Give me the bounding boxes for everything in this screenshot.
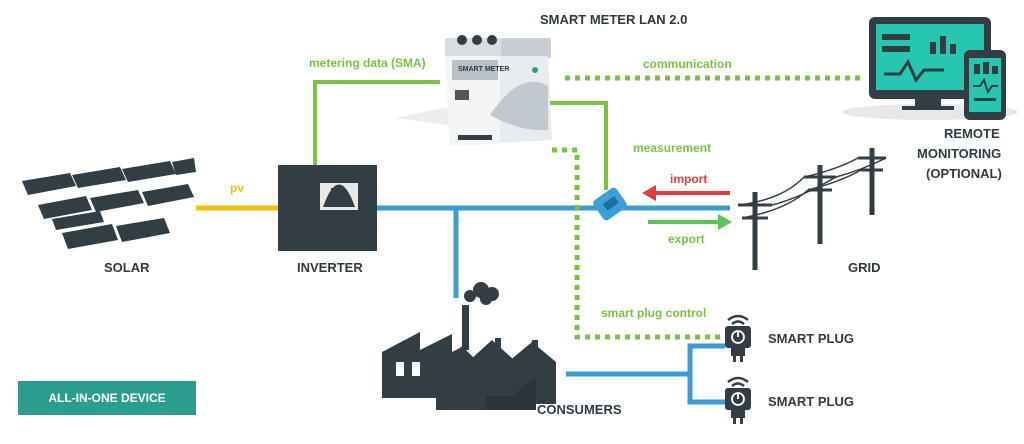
smart-plug-1-icon [725, 314, 751, 362]
export-label: export [668, 232, 705, 246]
import-label: import [670, 172, 708, 186]
inverter-label: INVERTER [297, 260, 363, 275]
meter-face-label: SMART METER [458, 66, 510, 73]
export-arrow [648, 214, 732, 230]
grid-label: GRID [848, 260, 881, 275]
communication-label: communication [643, 57, 732, 71]
remote-label-line3: (OPTIONAL) [926, 166, 1002, 181]
inverter-icon [278, 165, 377, 251]
consumers-label: CONSUMERS [537, 402, 622, 417]
smart-meter-device-icon [395, 35, 552, 146]
plug-branch-line [687, 343, 725, 405]
smart-plug-2-icon [725, 376, 751, 424]
remote-label-line2: MONITORING [917, 146, 1002, 161]
pv-label: pv [230, 181, 245, 195]
remote-label-line1: REMOTE [944, 126, 1000, 141]
smart-plug-control-line [552, 147, 724, 340]
grid-pylons-icon [737, 148, 887, 270]
solar-panels-icon [22, 158, 196, 249]
solar-label: SOLAR [104, 260, 150, 275]
phone-icon [964, 50, 1006, 120]
consumers-factory-icon [382, 282, 556, 410]
smart-meter-title: SMART METER LAN 2.0 [540, 12, 688, 27]
smart-plug-control-label: smart plug control [601, 306, 707, 320]
measurement-line [548, 101, 608, 190]
import-arrow [642, 185, 730, 201]
measurement-label: measurement [633, 141, 712, 155]
metering-data-line [313, 80, 440, 165]
all-in-one-badge: ALL-IN-ONE DEVICE [18, 381, 196, 415]
smart-plug-1-label: SMART PLUG [768, 331, 854, 346]
current-clamp-icon [593, 187, 627, 221]
smart-plug-2-label: SMART PLUG [768, 394, 854, 409]
metering-data-label: metering data (SMA) [309, 56, 426, 70]
